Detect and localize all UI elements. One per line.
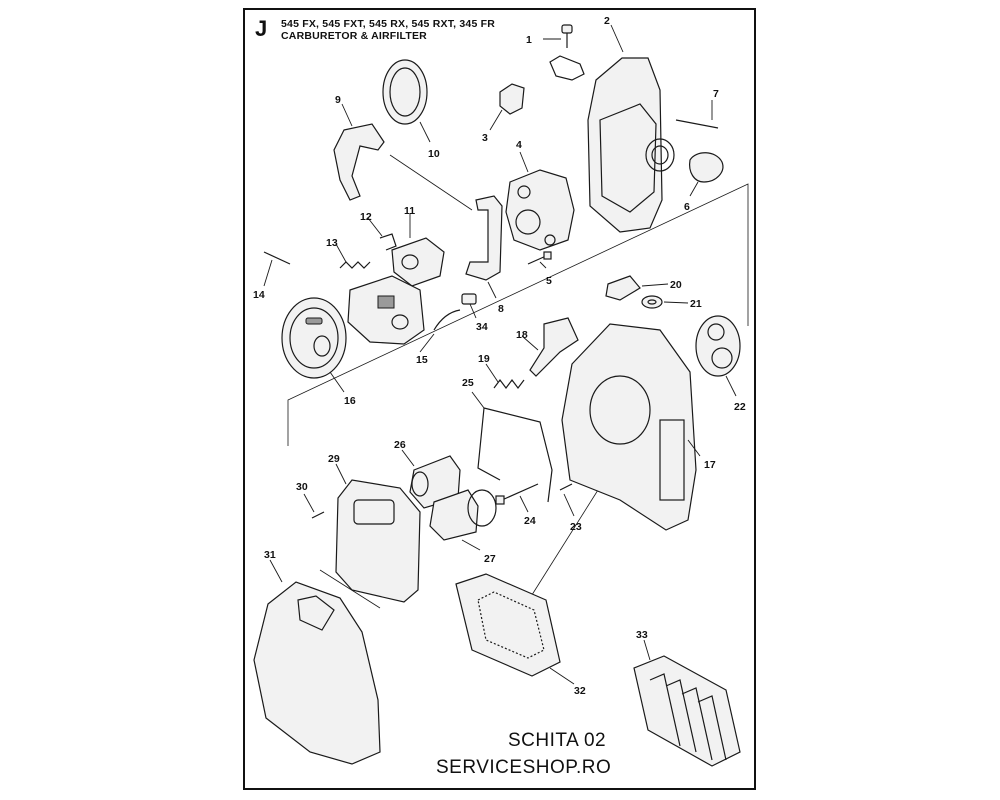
part-27-filter-element — [429, 489, 497, 551]
part-31-air-filter-cover — [253, 559, 381, 765]
callout-19: 19 — [478, 353, 490, 365]
part-25-wire — [471, 391, 553, 503]
callout-32: 32 — [574, 685, 586, 697]
callout-30: 30 — [296, 481, 308, 493]
part-16-cover-plate — [281, 297, 347, 393]
part-9-bracket — [333, 103, 385, 201]
callout-33: 33 — [636, 629, 648, 641]
part-15-hose — [419, 309, 461, 353]
part-18-choke-lever — [521, 317, 579, 377]
model-list: 545 FX, 545 FXT, 545 RX, 545 RXT, 345 FR — [281, 18, 496, 30]
callout-14: 14 — [253, 289, 265, 301]
part-20-clip — [605, 275, 669, 301]
part-13-spring — [335, 243, 371, 269]
callout-31: 31 — [264, 549, 276, 561]
callout-11: 11 — [404, 205, 415, 217]
part-23-screw — [559, 483, 575, 517]
callout-23: 23 — [570, 521, 582, 533]
part-14-pin — [263, 251, 291, 287]
part-7-pin — [675, 100, 719, 129]
callout-27: 27 — [484, 553, 496, 565]
callout-24: 24 — [524, 515, 536, 527]
callout-26: 26 — [394, 439, 406, 451]
part-22-knob — [695, 315, 741, 397]
part-17-filter-housing — [561, 323, 701, 531]
part-5-screw — [527, 251, 552, 269]
callout-9: 9 — [335, 94, 341, 106]
callout-12: 12 — [360, 211, 372, 223]
callout-8: 8 — [498, 303, 504, 315]
shop-label: SERVICESHOP.RO — [436, 757, 612, 778]
part-29-prefilter-frame — [335, 463, 421, 603]
callout-10: 10 — [428, 148, 440, 160]
callout-labels: 1 2 3 4 5 6 7 8 9 10 11 12 13 14 15 16 1… — [253, 15, 746, 697]
part-33-filter-grille — [633, 639, 741, 767]
section-letter: J — [255, 16, 268, 41]
part-2-carburetor-housing — [549, 24, 675, 233]
part-30-screw — [303, 493, 325, 519]
callout-16: 16 — [344, 395, 356, 407]
callout-25: 25 — [462, 377, 474, 389]
part-24-bolt — [495, 483, 539, 513]
callout-2: 2 — [604, 15, 610, 27]
callout-1: 1 — [526, 34, 532, 46]
callout-29: 29 — [328, 453, 340, 465]
part-34-connector — [461, 293, 477, 319]
callout-22: 22 — [734, 401, 746, 413]
assembly-lines — [287, 154, 749, 609]
carburetor-body — [347, 275, 425, 345]
callout-6: 6 — [684, 201, 690, 213]
part-8-gasket — [465, 195, 503, 299]
callout-34: 34 — [476, 321, 488, 333]
callout-7: 7 — [713, 88, 719, 100]
sheet-label: SCHITA 02 — [508, 730, 607, 751]
callout-18: 18 — [516, 329, 528, 341]
diagram-subtitle: CARBURETOR & AIRFILTER — [281, 30, 427, 42]
part-4-intake-manifold — [505, 151, 575, 251]
callout-4: 4 — [516, 139, 522, 151]
part-6-primer-bulb — [689, 152, 724, 197]
callout-21: 21 — [690, 298, 702, 310]
callout-20: 20 — [670, 279, 682, 291]
part-11-adapter — [391, 214, 445, 287]
callout-15: 15 — [416, 354, 428, 366]
part-19-spring — [485, 363, 525, 389]
part-1-screw — [543, 24, 573, 48]
callout-3: 3 — [482, 132, 488, 144]
part-10-filter-ring — [382, 59, 431, 143]
part-32-air-filter — [455, 573, 575, 685]
callout-13: 13 — [326, 237, 338, 249]
part-21-washer — [641, 295, 689, 309]
callout-5: 5 — [546, 275, 552, 287]
part-3-damper — [489, 83, 525, 131]
callout-17: 17 — [704, 459, 716, 471]
part-12-clip — [367, 217, 397, 251]
